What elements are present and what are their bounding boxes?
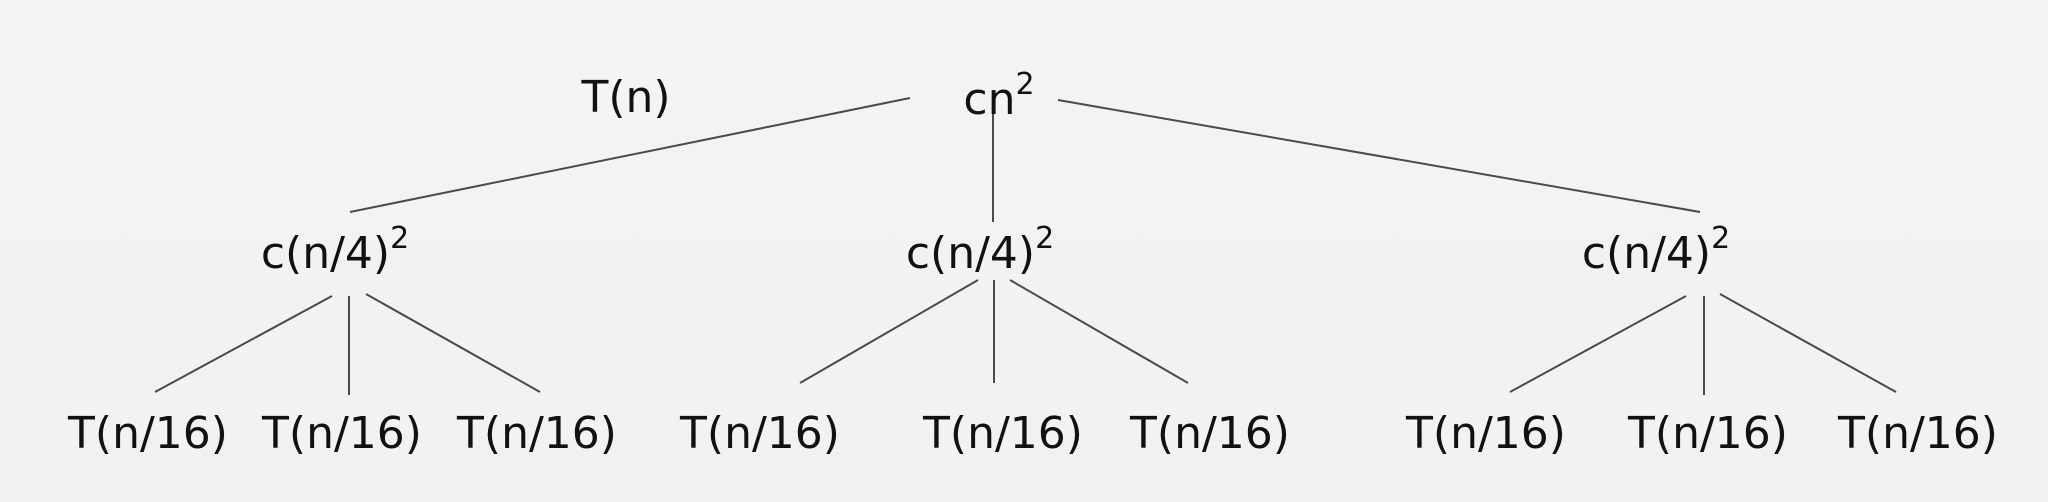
level2-node-9: T(n/16) xyxy=(1838,408,1998,459)
level2-node-3: T(n/16) xyxy=(457,408,617,459)
level2-node-5: T(n/16) xyxy=(923,408,1083,459)
level1-node-2: c(n/4)2 xyxy=(905,224,1054,280)
level1-node-exponent: 2 xyxy=(1711,221,1731,256)
level2-node-1: T(n/16) xyxy=(68,408,228,459)
edge-l1-1-l2-1 xyxy=(154,295,333,393)
edge-l1-1-l2-3 xyxy=(365,293,541,393)
level2-node-2: T(n/16) xyxy=(262,408,422,459)
level1-node-base: c(n/4) xyxy=(905,228,1036,279)
root-node-base: cn xyxy=(963,74,1016,125)
level2-node-7: T(n/16) xyxy=(1406,408,1566,459)
level2-node-8: T(n/16) xyxy=(1628,408,1788,459)
root-node-exponent: 2 xyxy=(1015,67,1035,102)
edge-l1-2-l2-1 xyxy=(799,279,979,384)
level1-node-3: c(n/4)2 xyxy=(1581,224,1730,280)
level1-node-1: c(n/4)2 xyxy=(260,224,409,280)
level1-node-exponent: 2 xyxy=(390,221,410,256)
edge-root-child-3 xyxy=(1057,99,1701,213)
level2-node-6: T(n/16) xyxy=(1130,408,1290,459)
edge-l1-3-l2-3 xyxy=(1719,293,1897,393)
edge-l1-3-l2-1 xyxy=(1509,295,1687,393)
root-node: cn2 xyxy=(963,70,1034,126)
edge-root-child-1 xyxy=(349,97,911,213)
level2-node-4: T(n/16) xyxy=(680,408,840,459)
level1-node-base: c(n/4) xyxy=(260,228,391,279)
level1-node-exponent: 2 xyxy=(1035,221,1055,256)
root-function-label: T(n) xyxy=(581,72,671,123)
level1-node-base: c(n/4) xyxy=(1581,228,1712,279)
edge-l1-2-l2-3 xyxy=(1009,279,1189,384)
